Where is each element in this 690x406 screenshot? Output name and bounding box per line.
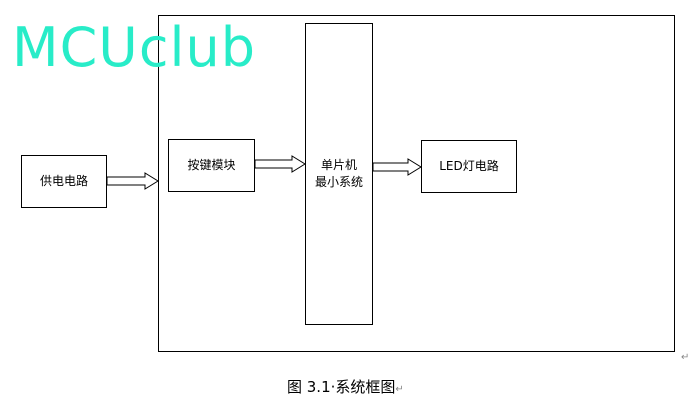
mcu-label-line2: 最小系统 — [314, 175, 363, 189]
figure-caption: 图 3.1·系统框图↵ — [287, 376, 404, 397]
power-circuit-block: 供电电路 — [21, 155, 107, 208]
arrow-keys-to-mcu — [254, 155, 306, 173]
paragraph-mark: ↵ — [681, 352, 690, 363]
arrow-power-to-system — [106, 172, 159, 190]
arrow-mcu-to-led — [372, 158, 422, 176]
watermark-logo: MCUclub — [12, 16, 257, 79]
system-boundary — [158, 15, 675, 352]
led-circuit-block: LED灯电路 — [421, 140, 517, 193]
caption-paragraph-mark: ↵ — [395, 384, 404, 395]
mcu-minimum-system-block: 单片机 最小系统 — [305, 23, 373, 325]
caption-text: 图 3.1·系统框图 — [287, 378, 396, 396]
mcu-label-line1: 单片机 — [320, 158, 357, 172]
